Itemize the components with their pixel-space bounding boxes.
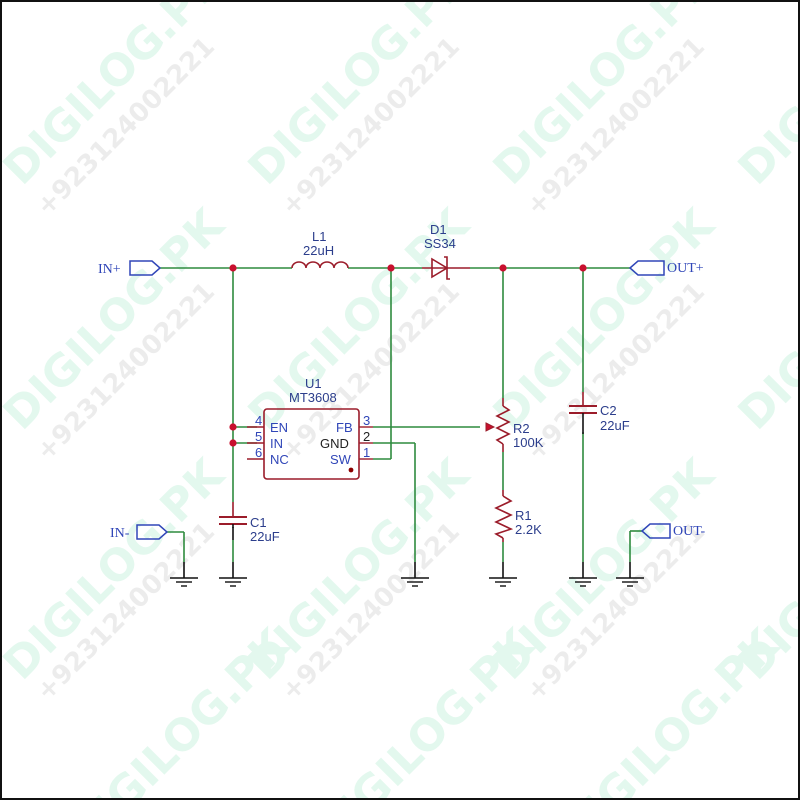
ground-icon xyxy=(616,577,644,587)
ground-stubs xyxy=(183,420,631,578)
svg-text:MT3608: MT3608 xyxy=(289,390,337,405)
junction-dot xyxy=(229,423,237,431)
svg-text:SS34: SS34 xyxy=(424,236,456,251)
port-flag-icon xyxy=(136,524,169,540)
svg-text:4: 4 xyxy=(255,413,262,428)
junction-dot xyxy=(229,264,237,272)
svg-text:DIGILOG.PK: DIGILOG.PK xyxy=(2,2,235,195)
wires xyxy=(160,267,642,562)
port-flag-icon xyxy=(628,260,665,276)
svg-text:L1: L1 xyxy=(312,229,326,244)
potentiometer-R2: R2 100K xyxy=(485,398,544,452)
inductor-coil-icon xyxy=(291,261,349,269)
svg-text:1: 1 xyxy=(363,445,370,460)
svg-text:R2: R2 xyxy=(513,421,530,436)
svg-text:22uF: 22uF xyxy=(600,418,630,433)
svg-text:DIGILOG.PK: DIGILOG.PK xyxy=(729,198,800,439)
svg-text:5: 5 xyxy=(255,429,262,444)
port-in-minus: IN- xyxy=(110,524,169,541)
ic-body xyxy=(263,408,360,480)
svg-text:100K: 100K xyxy=(513,435,544,450)
svg-text:2: 2 xyxy=(363,429,370,444)
svg-text:OUT-: OUT- xyxy=(673,524,705,539)
ground-icon xyxy=(401,577,429,587)
resistor-zigzag-icon xyxy=(495,405,511,445)
svg-text:C1: C1 xyxy=(250,515,267,530)
capacitor-C2: C2 22uF xyxy=(569,392,630,433)
port-flag-icon xyxy=(129,260,162,276)
port-out-plus: OUT+ xyxy=(628,260,704,276)
ground-icon xyxy=(489,577,517,587)
capacitor-C1: C1 22uF xyxy=(219,502,280,544)
svg-text:D1: D1 xyxy=(430,222,447,237)
svg-text:EN: EN xyxy=(270,420,288,435)
diode-D1: D1 SS34 xyxy=(422,222,470,280)
svg-text:3: 3 xyxy=(363,413,370,428)
svg-text:DIGILOG.PK: DIGILOG.PK xyxy=(239,2,480,195)
ground-icon xyxy=(170,577,198,587)
junction-dot xyxy=(579,264,587,272)
svg-text:IN-: IN- xyxy=(110,526,130,541)
svg-text:OUT+: OUT+ xyxy=(667,261,704,276)
ground-icon xyxy=(219,577,247,587)
svg-text:DIGILOG.PK: DIGILOG.PK xyxy=(2,198,235,439)
pin1-marker-icon xyxy=(348,467,354,473)
inductor-L1: L1 22uH xyxy=(291,229,349,269)
resistor-zigzag-icon xyxy=(494,495,514,539)
junctions xyxy=(229,264,587,447)
svg-text:DIGILOG.PK: DIGILOG.PK xyxy=(2,448,235,689)
svg-text:2.2K: 2.2K xyxy=(515,522,542,537)
junction-dot xyxy=(499,264,507,272)
svg-text:DIGILOG.PK: DIGILOG.PK xyxy=(729,2,800,195)
ground-icon xyxy=(569,577,597,587)
wiper-arrow-icon xyxy=(485,422,496,432)
schottky-bar-icon xyxy=(444,256,450,280)
svg-text:IN+: IN+ xyxy=(98,262,121,277)
ground-symbols xyxy=(170,577,644,587)
svg-text:C2: C2 xyxy=(600,403,617,418)
svg-text:6: 6 xyxy=(255,445,262,460)
svg-text:NC: NC xyxy=(270,452,289,467)
svg-text:DIGILOG.PK: DIGILOG.PK xyxy=(484,2,725,195)
junction-dot xyxy=(229,439,237,447)
junction-dot xyxy=(387,264,395,272)
svg-text:GND: GND xyxy=(320,436,349,451)
svg-text:22uH: 22uH xyxy=(303,243,334,258)
ic-U1: U1 MT3608 4 EN 5 IN 6 NC 3 FB 2 GND 1 SW xyxy=(247,376,373,480)
port-out-minus: OUT- xyxy=(640,523,705,539)
svg-text:22uF: 22uF xyxy=(250,529,280,544)
diode-triangle-icon xyxy=(431,257,449,279)
svg-text:U1: U1 xyxy=(305,376,322,391)
port-in-plus: IN+ xyxy=(98,260,162,277)
svg-text:IN: IN xyxy=(270,436,283,451)
port-flag-icon xyxy=(640,523,671,539)
svg-text:R1: R1 xyxy=(515,508,532,523)
svg-text:SW: SW xyxy=(330,452,352,467)
svg-text:FB: FB xyxy=(336,420,353,435)
resistor-R1: R1 2.2K xyxy=(494,490,542,542)
